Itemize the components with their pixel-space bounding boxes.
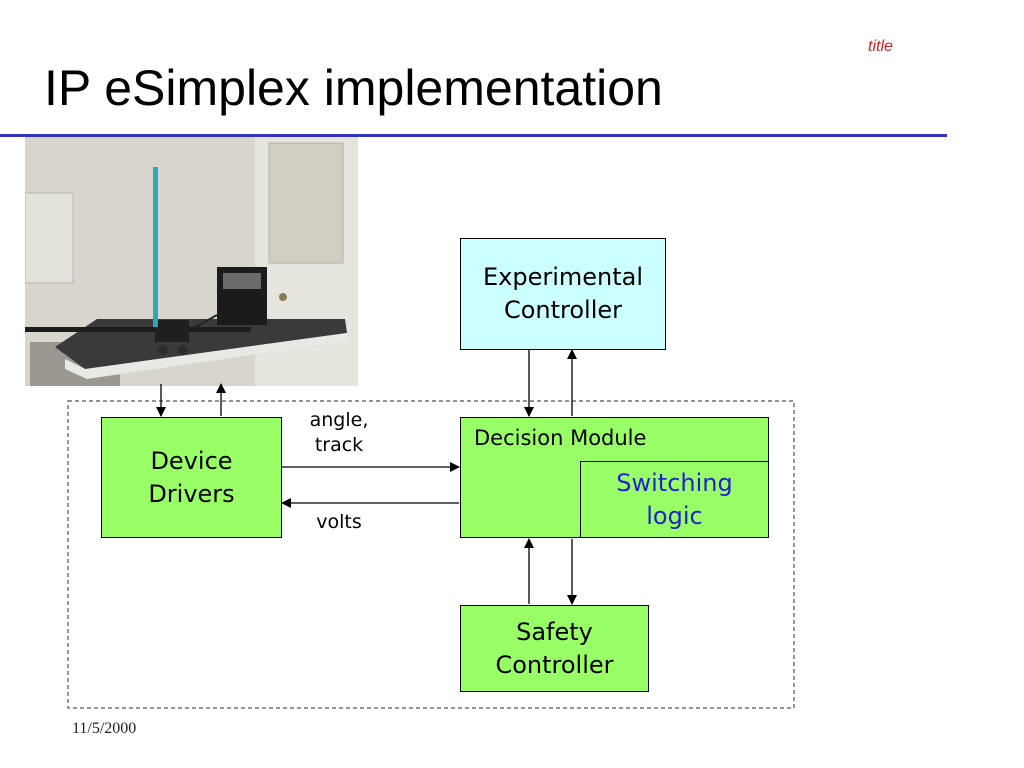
actuator-signal-label: volts [316, 511, 362, 533]
cart [155, 320, 189, 342]
device-drivers-box: Device Drivers [101, 417, 282, 538]
cart-track [25, 327, 252, 332]
decision-module-label: Decision Module [474, 426, 647, 450]
cart-wheel [158, 345, 168, 355]
experimental-controller-box: Experimental Controller [460, 238, 666, 350]
wall-panel [25, 192, 74, 284]
slide-title: IP eSimplex implementation [44, 60, 663, 116]
slide-date: 11/5/2000 [72, 720, 137, 737]
door-window [268, 142, 344, 264]
cable [194, 314, 218, 328]
safety-controller-box: Safety Controller [460, 605, 649, 692]
switching-logic-box: Switching logic [580, 461, 769, 538]
amplifier-panel [223, 273, 261, 289]
cart-wheel [178, 345, 188, 355]
system-boundary [67, 400, 795, 709]
pendulum-rod [153, 167, 158, 327]
sensor-signal-label: angle, track [309, 409, 369, 456]
table-edge [65, 333, 347, 379]
title-underline [0, 134, 947, 137]
title-tag: title [868, 38, 893, 55]
door-knob [279, 293, 287, 301]
lab-setup-illustration [25, 137, 358, 386]
inverted-pendulum-photo [25, 137, 358, 386]
